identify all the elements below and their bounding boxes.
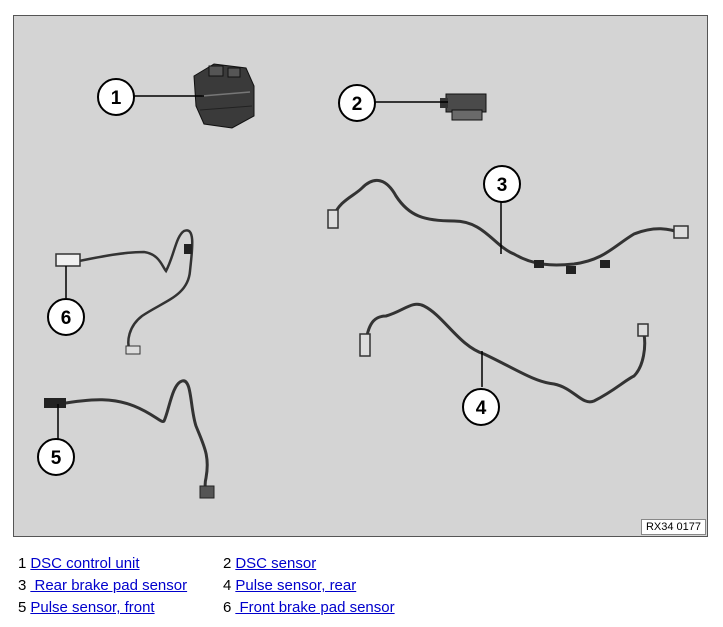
legend-number: 6 [223,599,232,616]
legend-number: 1 [18,555,27,572]
legend-link-dsc-control-unit[interactable]: DSC control unit [30,555,140,572]
rear-brake-pad-sensor-drawing [327,179,689,274]
svg-text:3: 3 [497,175,508,196]
pulse-sensor-rear-drawing [359,302,649,404]
legend-link-rear-brake-pad-sensor[interactable]: Rear brake pad sensor [30,577,188,594]
svg-text:6: 6 [61,308,72,329]
leader-lines [57,95,502,440]
callout-5: 5 [37,438,75,476]
svg-text:5: 5 [51,448,62,469]
svg-text:1: 1 [111,88,122,109]
legend-item: 6 Front brake pad sensor [223,599,395,617]
pulse-sensor-front-drawing [44,379,215,499]
callout-3: 3 [483,165,521,203]
legend-link-pulse-sensor-rear[interactable]: Pulse sensor, rear [235,577,357,594]
svg-text:2: 2 [352,94,363,115]
figure-reference-code: RX34 0177 [640,519,706,535]
legend-number: 2 [223,555,232,572]
legend-number: 3 [18,577,27,594]
callout-1: 1 [97,78,135,116]
parts-illustration: 1 2 3 4 5 6 RX34 0177 [13,15,708,537]
callout-4: 4 [462,388,500,426]
svg-text:4: 4 [476,398,487,419]
dsc-control-unit-drawing [193,63,255,129]
front-brake-pad-sensor-drawing [55,229,194,355]
parts-drawing: 1 2 3 4 5 6 [37,63,689,499]
legend-link-dsc-sensor[interactable]: DSC sensor [235,555,317,572]
dsc-sensor-drawing [440,93,487,121]
legend-link-front-brake-pad-sensor[interactable]: Front brake pad sensor [235,599,395,616]
legend-number: 4 [223,577,232,594]
callout-2: 2 [338,84,376,122]
legend-link-pulse-sensor-front[interactable]: Pulse sensor, front [30,599,155,616]
legend-item: 3 Rear brake pad sensor [18,577,223,595]
legend-number: 5 [18,599,27,616]
callout-6: 6 [47,298,85,336]
